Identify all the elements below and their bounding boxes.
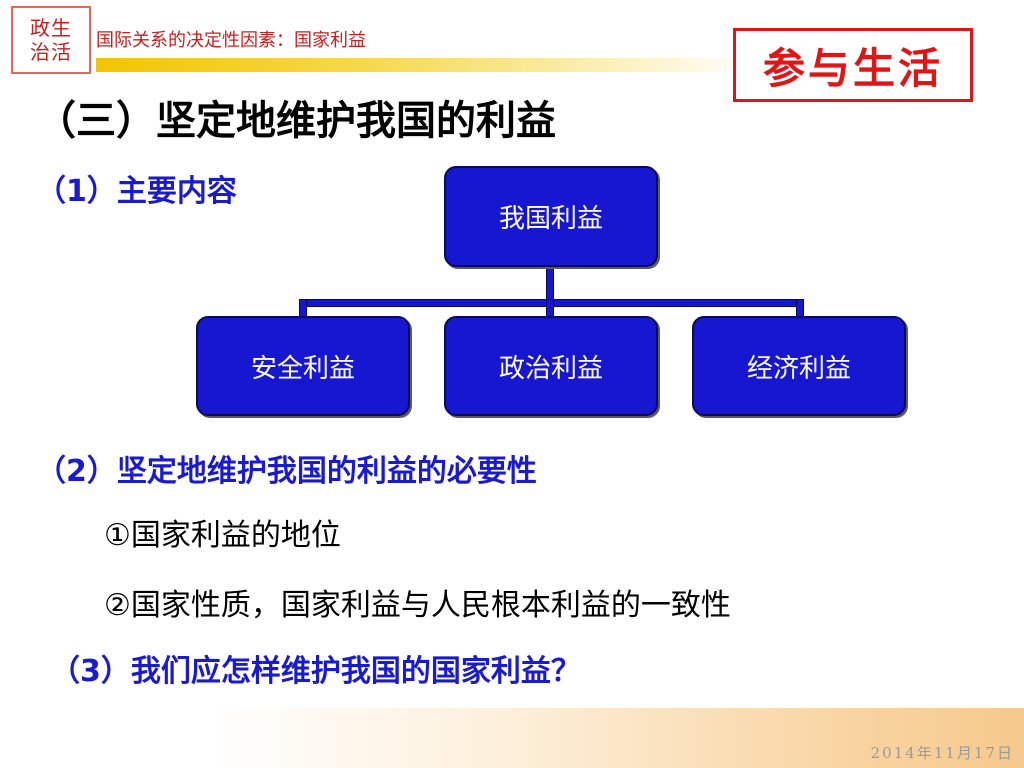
- item-nature-consistency: ②国家性质，国家利益与人民根本利益的一致性: [104, 588, 731, 623]
- section-title: （三）坚定地维护我国的利益: [36, 98, 556, 144]
- connector-horizontal: [299, 299, 804, 307]
- org-node-security: 安全利益: [196, 316, 410, 416]
- connector-middle: [546, 299, 554, 317]
- logo-line-2: 治活: [30, 40, 72, 64]
- logo-box: 政生 治活: [11, 6, 91, 74]
- connector-right: [796, 299, 804, 317]
- org-node-economic: 经济利益: [692, 316, 906, 416]
- connector-left: [299, 299, 307, 317]
- heading-main-content: （1）主要内容: [36, 174, 237, 209]
- item-national-interest-status: ①国家利益的地位: [104, 518, 341, 553]
- footer-date: 2014年11月17日: [870, 744, 1014, 762]
- heading-necessity: （2）坚定地维护我国的利益的必要性: [36, 454, 537, 489]
- org-node-political: 政治利益: [444, 316, 658, 416]
- logo-line-1: 政生: [30, 16, 72, 40]
- heading-how-to-maintain: （3）我们应怎样维护我国的国家利益？: [50, 654, 581, 689]
- header-bar: [96, 58, 756, 72]
- participate-badge: 参与生活: [733, 28, 973, 102]
- connector-root-vertical: [546, 266, 554, 304]
- org-node-root: 我国利益: [444, 166, 658, 267]
- header-title: 国际关系的决定性因素：国家利益: [96, 30, 366, 51]
- footer-band: [210, 708, 1024, 768]
